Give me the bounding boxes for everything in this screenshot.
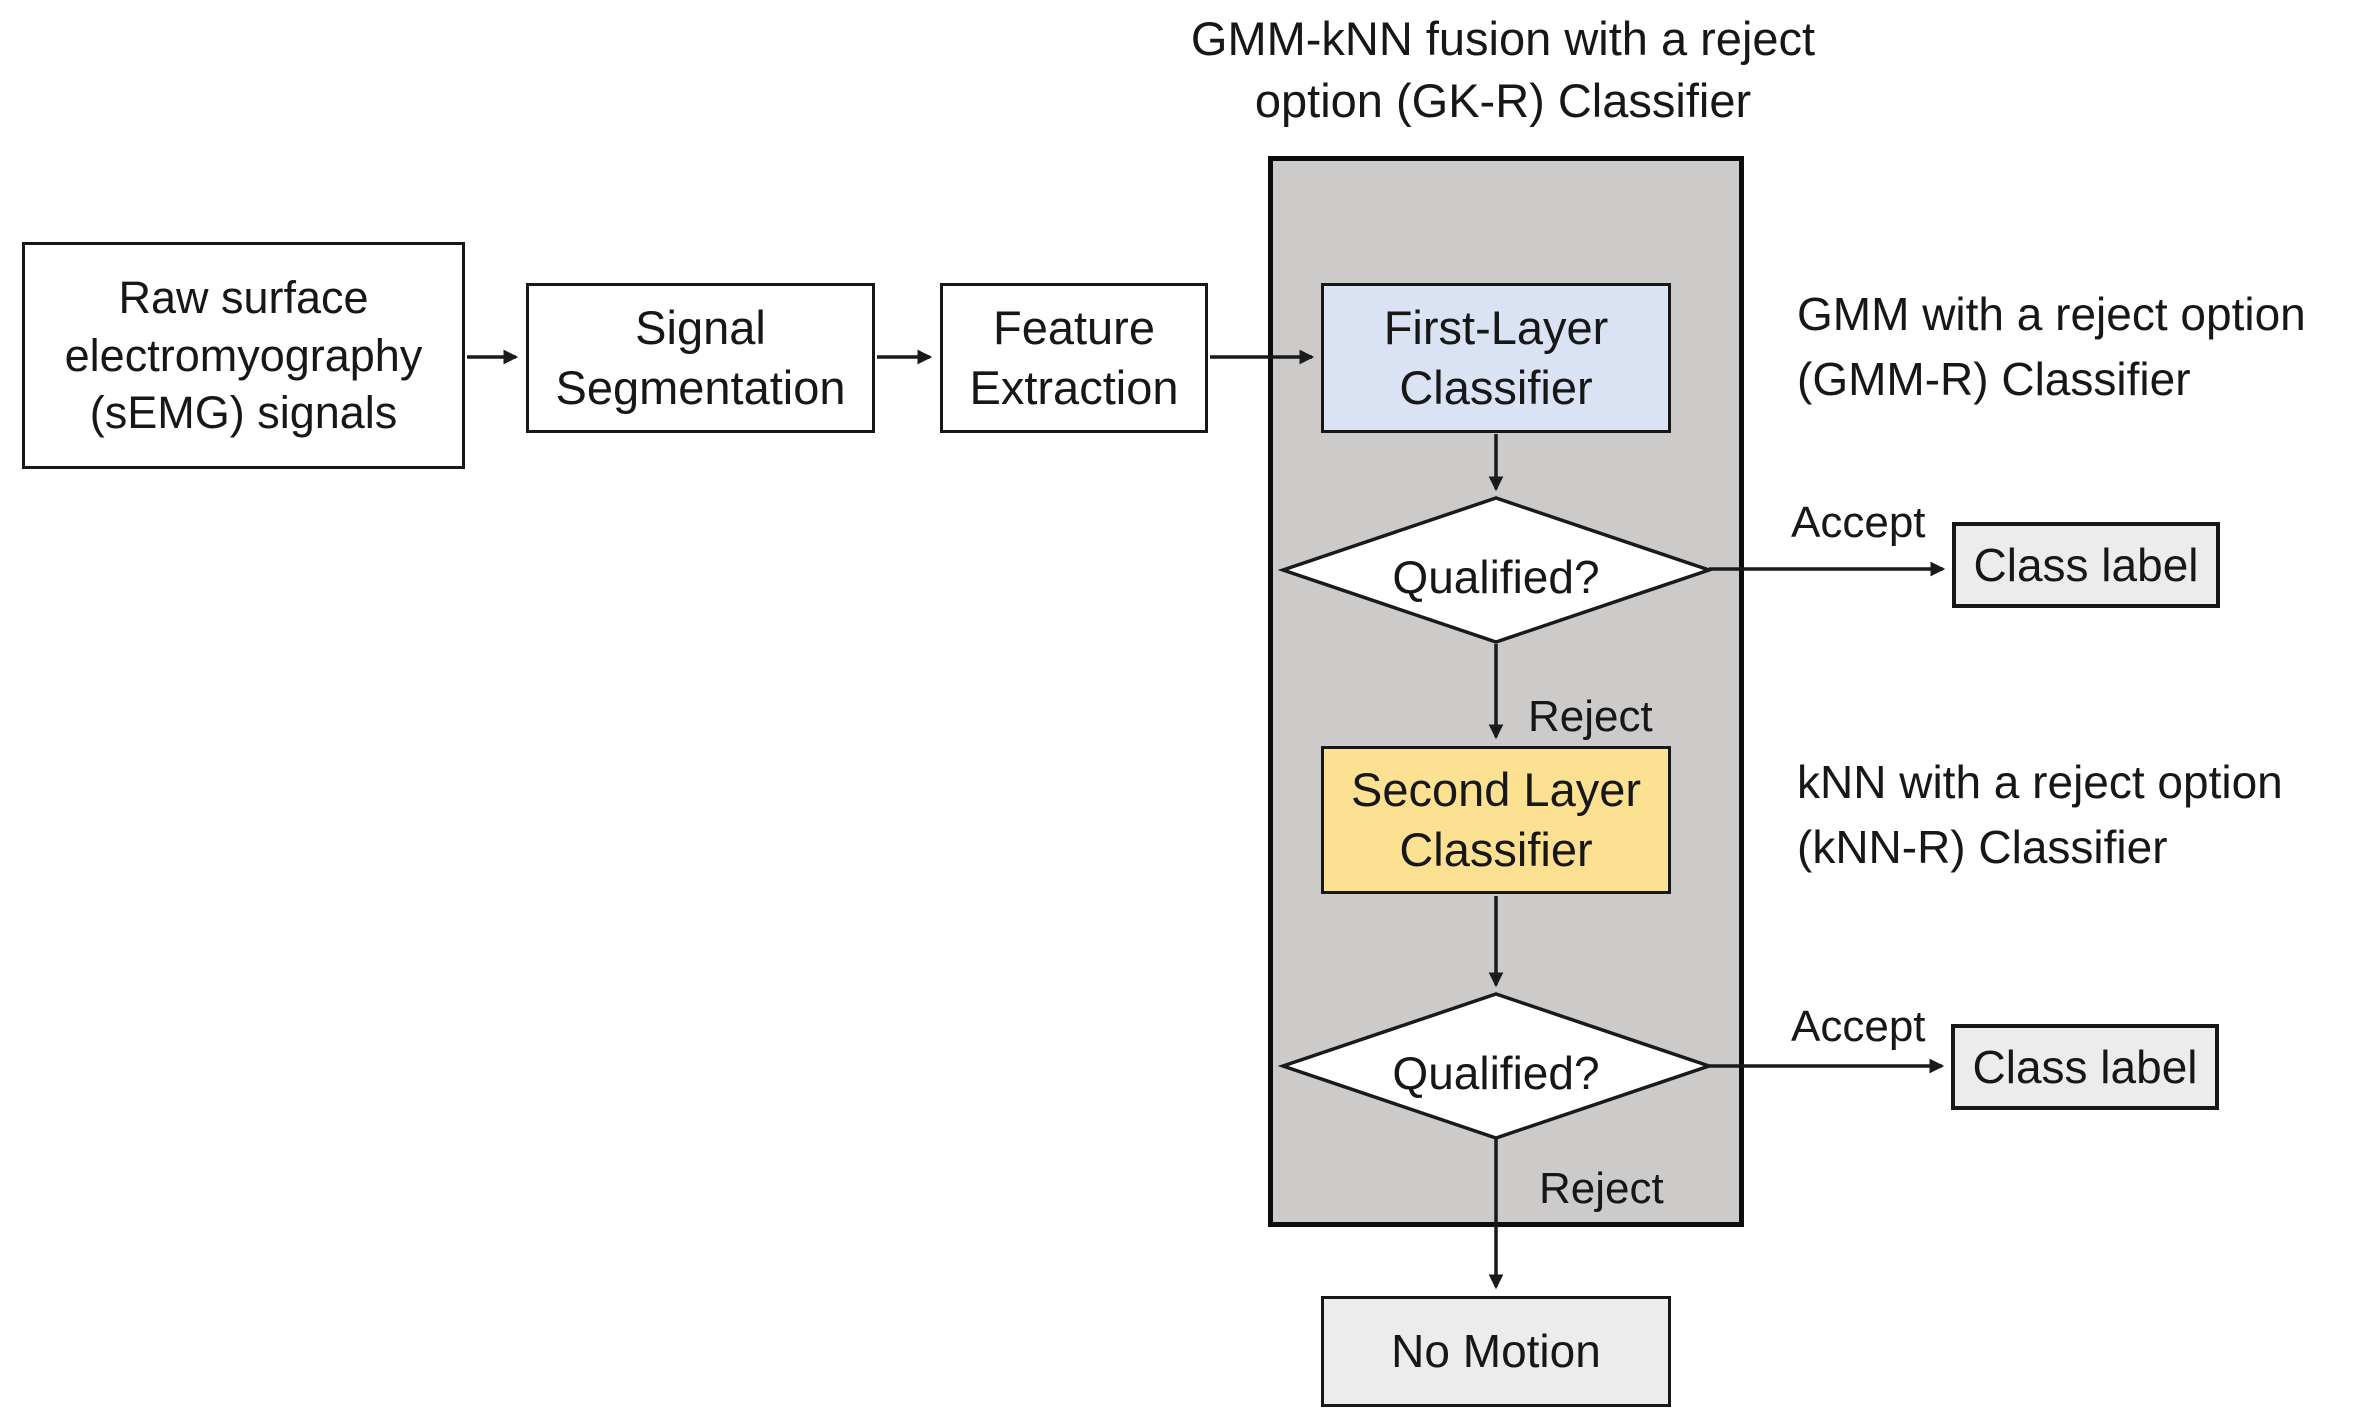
gmm-r-annotation-line1: GMM with a reject option	[1797, 288, 2306, 340]
diagram-title-line2: option (GK-R) Classifier	[1254, 74, 1752, 128]
decision-1-diamond	[1277, 496, 1715, 644]
raw-semg-signals-node: Raw surface electromyography (sEMG) sign…	[22, 242, 465, 469]
gmm-r-annotation: GMM with a reject option (GMM-R) Classif…	[1797, 282, 2361, 413]
second-layer-classifier-node: Second Layer Classifier	[1321, 746, 1671, 894]
feature-extraction-node: Feature Extraction	[940, 283, 1208, 433]
decision-2-diamond	[1277, 992, 1715, 1140]
first-layer-classifier-node: First-Layer Classifier	[1321, 283, 1671, 433]
decision-1-label: Qualified?	[1392, 551, 1600, 603]
accept-label-2: Accept	[1791, 1002, 1926, 1051]
no-motion-node: No Motion	[1321, 1296, 1671, 1407]
reject-label-1: Reject	[1528, 692, 1653, 741]
class-label-node-2: Class label	[1951, 1024, 2219, 1110]
decision-2-label: Qualified?	[1392, 1047, 1600, 1099]
knn-r-annotation-line1: kNN with a reject option	[1797, 756, 2283, 808]
diagram-title-line1: GMM-kNN fusion with a reject	[1190, 12, 1816, 65]
accept-label-1: Accept	[1791, 498, 1926, 547]
gmm-r-annotation-line2: (GMM-R) Classifier	[1797, 353, 2191, 406]
class-label-node-1: Class label	[1952, 522, 2220, 608]
reject-label-2: Reject	[1539, 1164, 1664, 1213]
knn-r-annotation: kNN with a reject option (kNN-R) Classif…	[1797, 750, 2361, 881]
diagram-title: GMM-kNN fusion with a reject option (GK-…	[1103, 8, 1903, 132]
knn-r-annotation-line2: (kNN-R) Classifier	[1797, 821, 2168, 874]
signal-segmentation-node: Signal Segmentation	[526, 283, 875, 433]
